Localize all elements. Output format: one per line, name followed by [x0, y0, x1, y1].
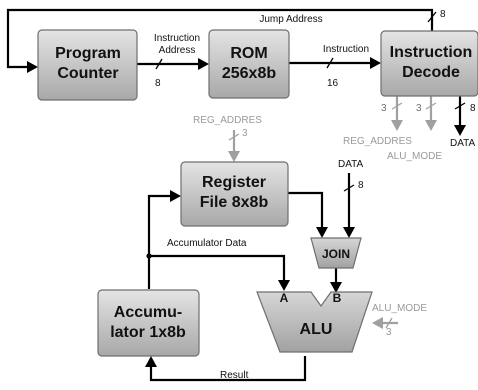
jump-width-label: 8: [440, 9, 446, 20]
join-block: JOIN: [310, 237, 362, 269]
arrow-into-accumulator: [145, 356, 157, 367]
reg-addres-in-width-label: 3: [242, 128, 248, 139]
gray-width-ticks: [228, 102, 437, 329]
accumulator-data-label: Accumulator Data: [167, 238, 247, 249]
arrow-regfile-join: [316, 227, 328, 238]
accumulator-line2: lator 1x8b: [110, 324, 186, 341]
instruction-address-label-2: Address: [159, 45, 196, 56]
tick-pc-rom: [155, 58, 163, 70]
rom-block: ROM 256x8b: [208, 29, 290, 99]
arrow-into-decode: [370, 57, 381, 69]
result-label: Result: [220, 370, 249, 381]
reg-addres-in-label: REG_ADDRES: [193, 115, 262, 126]
decode-data-width-label: 8: [470, 103, 476, 114]
arrow-into-pc: [27, 61, 38, 73]
jump-address-label: Jump Address: [259, 14, 322, 25]
arrow-reg-addres-in: [228, 151, 240, 162]
register-file-line2: File 8x8b: [200, 194, 269, 211]
instruction-label: Instruction: [323, 44, 369, 55]
alu-mode-in-width-label: 3: [386, 327, 392, 338]
accumulator-line1: Accumu-: [114, 304, 182, 321]
arrow-alu-a: [278, 280, 290, 291]
alu-port-b: B: [333, 291, 342, 305]
arrow-decode-alu: [425, 120, 437, 131]
tick-data-in: [343, 184, 355, 192]
tick-reg-addres-in: [228, 133, 240, 141]
instruction-width-label: 16: [327, 78, 339, 89]
alu-label: ALU: [300, 321, 333, 338]
junction-dot: [146, 253, 152, 259]
accumulator-block: Accumu- lator 1x8b: [97, 289, 200, 357]
gray-arrowheads: [228, 120, 437, 329]
decode-alu-width-label: 3: [416, 103, 422, 114]
alu-mode-in-label: ALU_MODE: [372, 303, 427, 314]
tick-jump: [427, 11, 437, 23]
data-out-label: DATA: [450, 138, 476, 149]
program-counter-line1: Program: [55, 45, 121, 62]
alu-mode-out-label: ALU_MODE: [387, 151, 442, 162]
tick-instruction: [326, 57, 334, 69]
arrowheads: [27, 57, 466, 367]
signal-labels: Jump Address 8 Instruction Address 8 Ins…: [154, 9, 476, 381]
arrow-join-alu: [330, 282, 342, 293]
register-file-line1: Register: [202, 174, 266, 191]
tick-decode-alu: [425, 102, 437, 110]
arrow-data-join: [343, 227, 355, 238]
instruction-address-label-1: Instruction: [154, 33, 200, 44]
data-in-width-label: 8: [358, 180, 364, 191]
program-counter-block: Program Counter: [37, 29, 138, 101]
data-in-label: DATA: [338, 159, 364, 170]
arrow-into-rom: [198, 58, 209, 70]
rom-line1: ROM: [230, 45, 267, 62]
arrow-decode-reg: [391, 120, 403, 131]
acc-data-wire: [149, 254, 286, 282]
tick-alu-mode-in: [385, 317, 393, 329]
join-label: JOIN: [322, 247, 350, 261]
acc-regfile-wire: [147, 194, 172, 256]
instruction-decode-block: Instruction Decode: [380, 30, 478, 97]
instruction-decode-line1: Instruction: [390, 44, 473, 61]
rom-line2: 256x8b: [222, 65, 276, 82]
arrow-decode-data: [454, 125, 466, 136]
tick-data-out: [454, 102, 466, 110]
alu-port-a: A: [280, 291, 289, 305]
pc-rom-width-label: 8: [155, 78, 161, 89]
register-file-block: Register File 8x8b: [180, 161, 289, 227]
width-ticks: [155, 11, 466, 192]
program-counter-line2: Counter: [57, 65, 118, 82]
alu-block: A B ALU: [256, 291, 373, 353]
regfile-join-wire: [288, 191, 324, 229]
decode-reg-width-label: 3: [381, 103, 387, 114]
tick-decode-reg: [391, 102, 403, 110]
arrow-into-regfile: [170, 190, 181, 202]
result-wire: [149, 356, 307, 382]
arrow-alu-mode-in: [372, 317, 383, 329]
reg-addres-out-label: REG_ADDRES: [343, 136, 412, 147]
instruction-decode-line2: Decode: [402, 64, 460, 81]
